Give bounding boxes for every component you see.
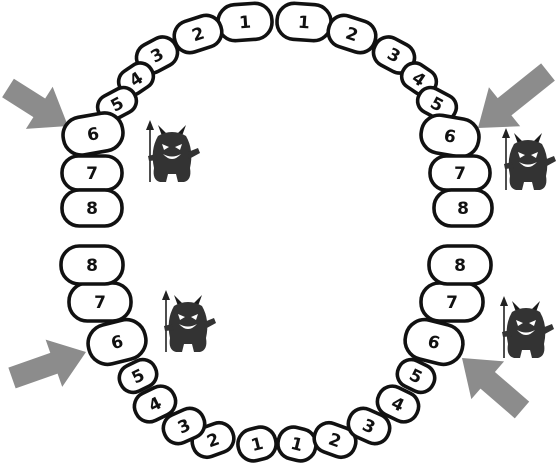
lower-left-tooth-8: 8 [61, 246, 123, 284]
devil-monster-icon [500, 296, 554, 358]
upper-left-tooth-7: 7 [62, 156, 122, 190]
tooth-number-label: 1 [238, 13, 251, 34]
tooth-number-label: 7 [446, 293, 458, 313]
arrow-icon [4, 328, 95, 401]
upper-right-tooth-8: 8 [434, 190, 492, 226]
upper-left-tooth-1: 1 [217, 2, 273, 42]
upper-left-tooth-8: 8 [62, 190, 122, 226]
lower-left-tooth-1: 1 [235, 424, 280, 464]
devil-monster-icon [162, 290, 216, 352]
tooth-number-label: 1 [297, 13, 310, 34]
lower-right-tooth-7: 7 [421, 283, 483, 321]
tooth-number-label: 8 [454, 256, 466, 276]
upper-right-tooth-1: 1 [276, 2, 332, 42]
lower-left-tooth-7: 7 [69, 283, 131, 321]
devil-monster-icon [502, 128, 556, 190]
tooth-number-label: 7 [94, 293, 106, 313]
monster-group [146, 120, 556, 358]
tooth-number-label: 8 [86, 256, 98, 276]
upper-right-tooth-6: 6 [418, 112, 482, 159]
upper-left-tooth-6: 6 [60, 110, 126, 158]
tooth-number-label: 8 [457, 199, 469, 219]
tooth-number-label: 7 [454, 164, 466, 184]
lower-right-tooth-1: 1 [275, 424, 320, 464]
upper-right-tooth-7: 7 [430, 156, 490, 190]
upper-right-tooth-2: 2 [324, 11, 380, 56]
arrow-group [0, 52, 556, 428]
tooth-number-label: 7 [86, 164, 98, 184]
lower-right-tooth-8: 8 [429, 246, 491, 284]
tooth-number-label: 8 [86, 199, 98, 219]
devil-monster-icon [146, 120, 200, 182]
